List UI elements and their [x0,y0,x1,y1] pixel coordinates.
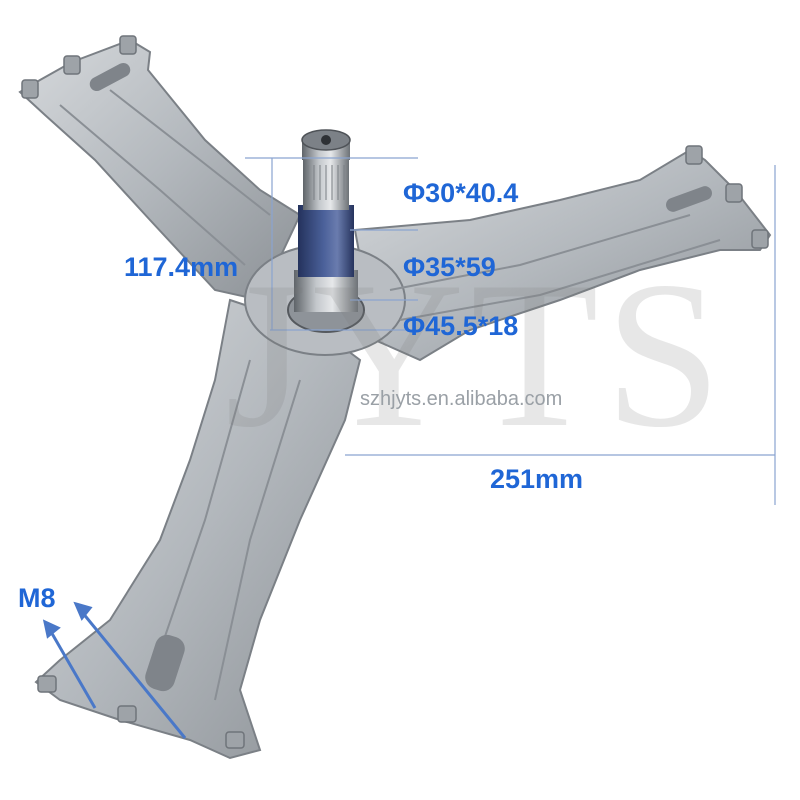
dimension-label-d3: Φ45.5*18 [403,311,519,341]
shaft-splines [307,165,345,200]
center-shaft [287,129,365,333]
dimension-label-thread: M8 [18,583,56,613]
arm-ribs [59,89,721,701]
slot-right [666,186,712,212]
bolt-tabs [21,35,769,749]
watermark-site: szhjyts.en.alibaba.com [360,388,563,410]
slot-upper-left [89,62,131,92]
shaft-center-hole [321,135,331,145]
dimension-label-d1: Φ30*40.4 [403,178,519,208]
watermark-logo: JYTS [225,239,728,471]
dimension-label-span: 251mm [490,464,584,494]
dimension-label-d2: Φ35*59 [403,252,496,282]
spider-arms [18,35,772,760]
dimension-label-height: 117.4mm [124,252,239,282]
thread-arrows [42,601,187,739]
arm-upper-left [18,38,302,302]
slot-lower [145,634,185,692]
arm-lower [34,298,362,760]
shaft-sleeve [298,205,354,277]
dimension-lines [245,157,776,505]
